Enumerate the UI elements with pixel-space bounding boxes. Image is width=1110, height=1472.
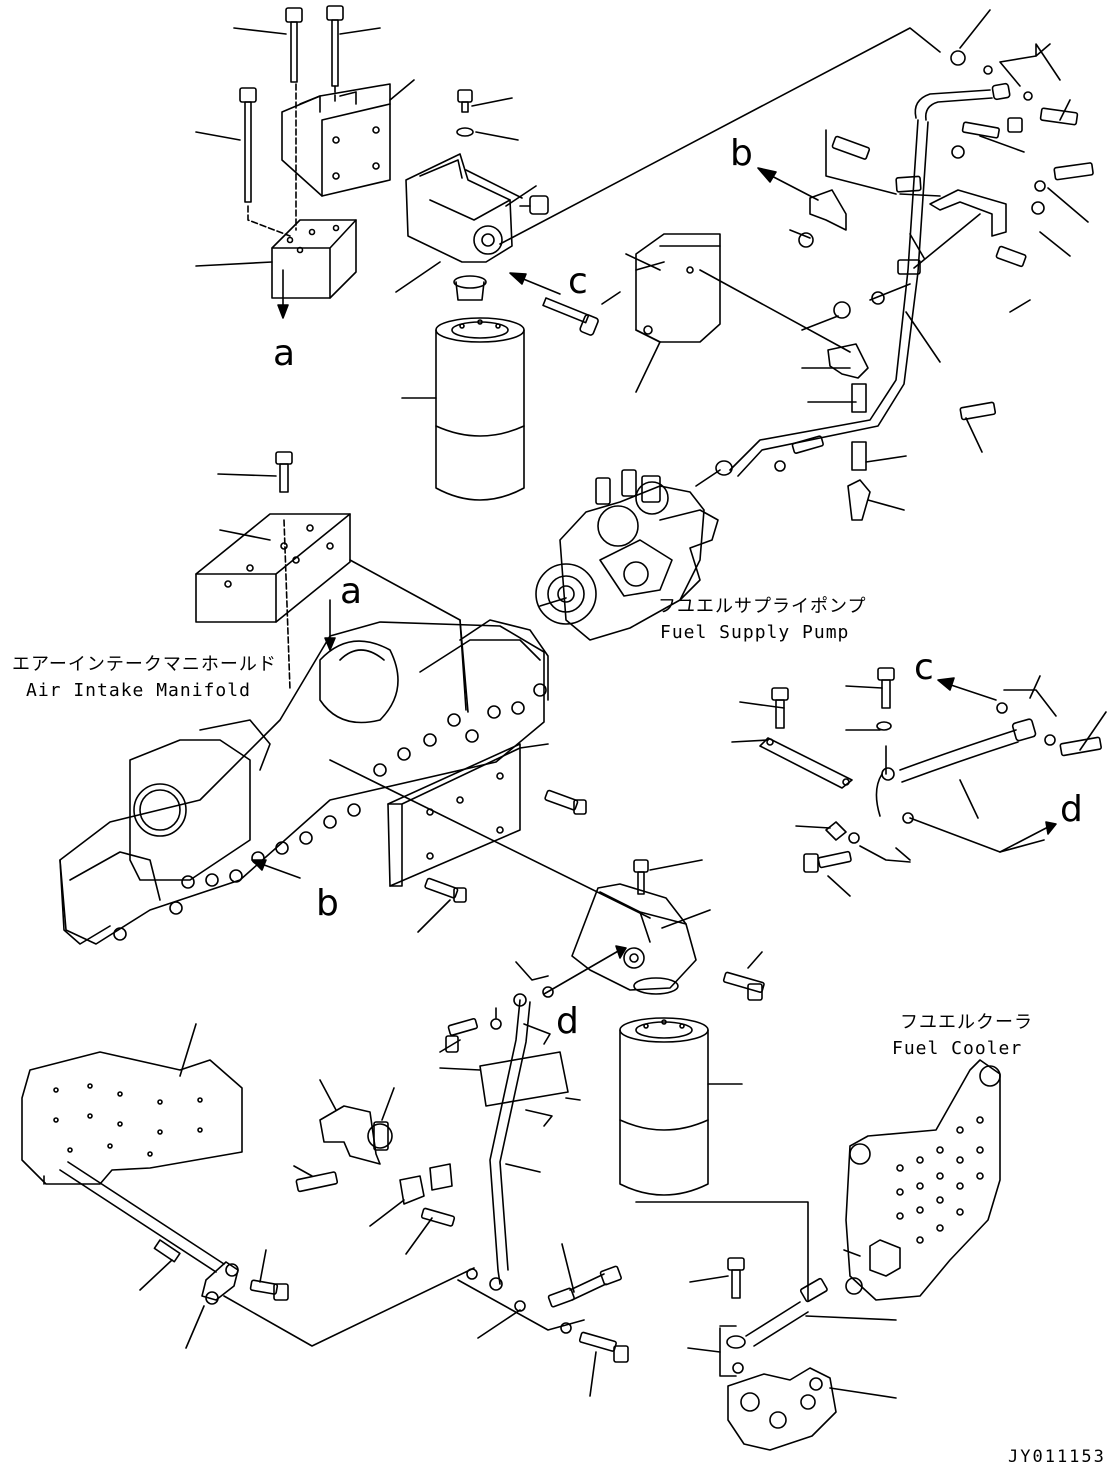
long-bolt (239, 87, 257, 203)
manifold-bolt-holes (113, 683, 547, 941)
fuel-supply-pump-label-en: Fuel Supply Pump (660, 622, 850, 643)
connection-c-right (937, 677, 997, 701)
mounting-bracket (281, 83, 391, 197)
air-intake-manifold-label-en: Air Intake Manifold (26, 680, 251, 701)
air-intake-manifold-label-jp: エアーインテークマニホールド (12, 654, 277, 675)
connection-line (459, 619, 469, 713)
lower-left-assembly (21, 961, 809, 1397)
fuel-filter-cartridge-lower (619, 1017, 743, 1196)
fuel-filter-head-lower (571, 859, 765, 1001)
air-intake-manifold (59, 451, 549, 945)
pump-bracket (625, 233, 851, 393)
connection-c-filter (509, 272, 621, 336)
fuel-cooler (843, 1059, 1001, 1301)
fuel-filter-cartridge-top (401, 317, 525, 501)
fuel-supply-pump-label-jp: フユエルサプライポンプ (658, 596, 867, 617)
connection-marker-d: d (1060, 789, 1083, 830)
fuel-cooler-label-en: Fuel Cooler (892, 1038, 1023, 1059)
connection-marker-c: c (568, 261, 588, 302)
right-pipe-assembly (731, 667, 1107, 897)
top-left-bracket-group (195, 5, 415, 319)
connection-marker-a: a (340, 571, 363, 612)
connection-d-right (999, 821, 1057, 853)
mounting-plate (271, 219, 357, 299)
fuel-filter-head-top (395, 89, 549, 301)
fuel-supply-pump (535, 469, 721, 641)
fuel-cooler-label-jp: フユエルクーラ (900, 1012, 1033, 1033)
manifold-side-plate (329, 743, 651, 933)
long-bolt (326, 5, 344, 87)
top-right-fuel-lines (499, 9, 1094, 521)
connection-marker-a: a (273, 333, 296, 374)
connection-marker-c: c (914, 647, 934, 688)
drawing-code: JY011153 (1008, 1447, 1106, 1467)
long-bolt (285, 7, 303, 83)
fuel-cooler-fittings (687, 1257, 897, 1451)
connection-marker-b: b (730, 133, 753, 174)
connection-marker-b: b (316, 883, 339, 924)
connection-d-lower (543, 945, 627, 995)
connection-marker-d: d (556, 1001, 579, 1042)
connection-b-top (757, 167, 819, 201)
